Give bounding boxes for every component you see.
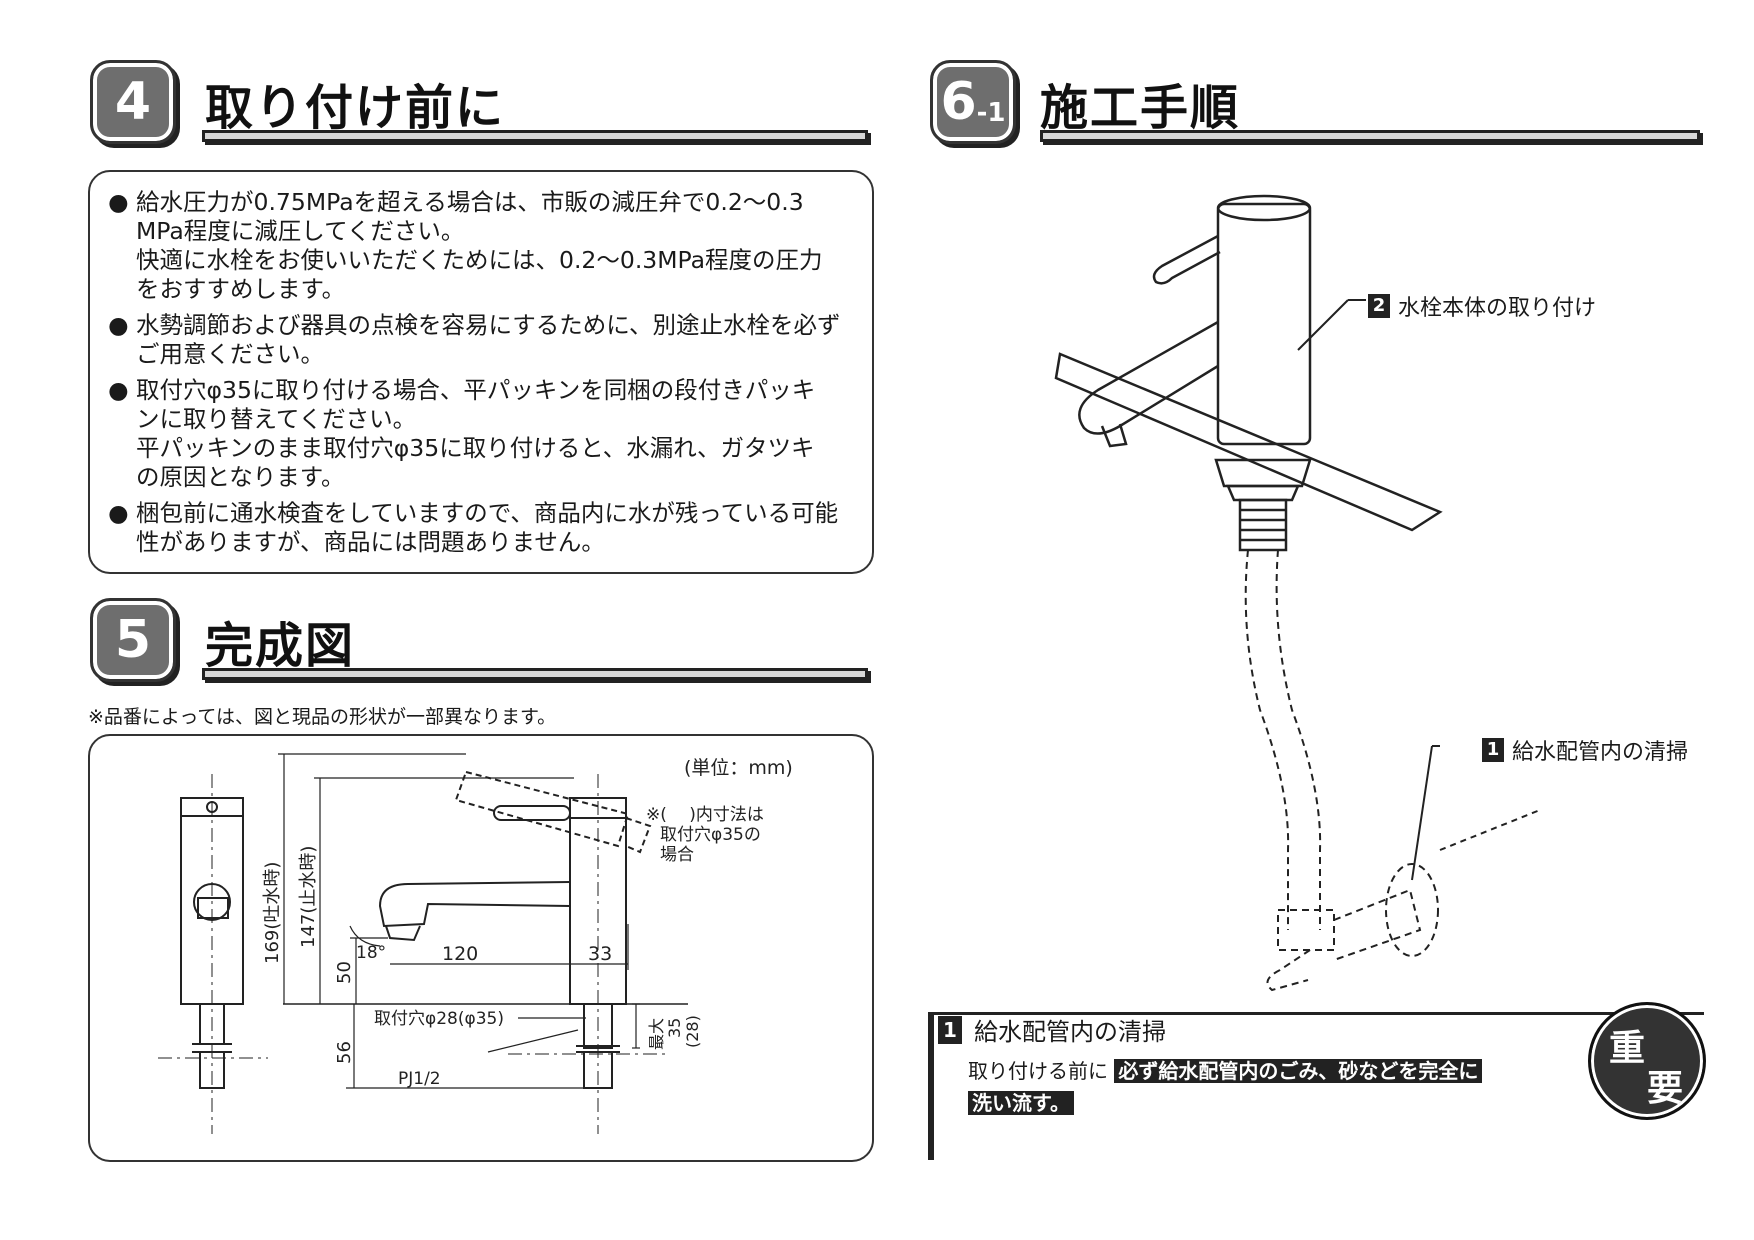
completion-drawing: (単位：mm) ※( )内寸法は 取付穴φ35の 場合 169(吐水時) 147… (158, 753, 793, 1134)
step1-prefix: 取り付ける前に (968, 1059, 1108, 1083)
pj-label: PJ1/2 (398, 1069, 441, 1089)
callout-number: 2 (1368, 294, 1390, 318)
section6-sub-number: -1 (976, 98, 1006, 128)
inner-note-line: 場合 (660, 845, 694, 865)
dim-120: 120 (442, 943, 478, 965)
section4-bullet-list: ● 給水圧力が0.75MPaを超える場合は、市販の減圧弁で0.2〜0.3 MPa… (108, 188, 854, 564)
callout-pipe-cleaning: 1 給水配管内の清掃 (1482, 734, 1688, 766)
section4-number: 4 (114, 72, 152, 132)
bullet-line: ご用意ください。 (136, 340, 324, 368)
bullet-item: ● 給水圧力が0.75MPaを超える場合は、市販の減圧弁で0.2〜0.3 MPa… (108, 188, 854, 304)
installation-illustration (1054, 194, 1541, 992)
bullet-line: 水勢調節および器具の点検を容易にするために、別途止水栓を必ず (136, 311, 841, 339)
section5-number-badge: 5 (90, 598, 176, 682)
step1-highlight: 洗い流す。 (968, 1091, 1074, 1115)
step1-title-text: 給水配管内の清掃 (974, 1018, 1166, 1046)
section5-note: ※品番によっては、図と現品の形状が一部異なります。 (88, 706, 557, 728)
dim-50: 50 (334, 961, 355, 984)
dim-56: 56 (334, 1041, 355, 1064)
section5-number: 5 (114, 610, 152, 670)
important-char: 重 (1609, 1028, 1646, 1069)
callout-body-install: 2 水栓本体の取り付け (1368, 290, 1596, 322)
inner-note-line: ※( )内寸法は (646, 805, 764, 825)
bullet-line: 梱包前に通水検査をしていますので、商品内に水が残っている可能 (136, 499, 839, 527)
bullet-mark: ● (108, 499, 129, 527)
unit-label: (単位：mm) (684, 757, 793, 779)
bullet-mark: ● (108, 311, 129, 339)
section4-title: 取り付け前に (205, 80, 506, 136)
max-value: 35 (665, 1018, 684, 1038)
section5-title-bar (202, 668, 868, 680)
step1-number: 1 (938, 1015, 962, 1044)
step1-instruction: 取り付ける前に 必ず給水配管内のごみ、砂などを完全に 洗い流す。 (968, 1055, 1568, 1119)
bullet-line: の原因となります。 (136, 463, 345, 491)
section6-title-bar (1040, 130, 1700, 142)
bullet-line: 性がありますが、商品には問題ありません。 (136, 528, 605, 556)
callout-label: 水栓本体の取り付け (1398, 296, 1597, 321)
important-badge: 重 要 (1588, 1002, 1706, 1120)
bullet-line: MPa程度に減圧してください。 (136, 217, 465, 245)
callout-number: 1 (1482, 738, 1504, 762)
bullet-item: ● 取付穴φ35に取り付ける場合、平パッキンを同梱の段付きパッキ ンに取り替えて… (108, 376, 854, 492)
completion-drawing-box (88, 734, 874, 1162)
dim-169: 169(吐水時) (262, 862, 283, 964)
section4-title-bar (202, 130, 868, 142)
bullet-item: ● 水勢調節および器具の点検を容易にするために、別途止水栓を必ず ご用意ください… (108, 311, 854, 369)
dim-18-angle: 18° (356, 943, 386, 963)
bullet-line: 給水圧力が0.75MPaを超える場合は、市販の減圧弁で0.2〜0.3 (136, 188, 804, 216)
step1-title: 1 給水配管内の清掃 (938, 1012, 1166, 1047)
hole-label: 取付穴φ28(φ35) (374, 1009, 504, 1029)
bullet-line: 快適に水栓をお使いいただくためには、0.2〜0.3MPa程度の圧力 (136, 246, 823, 274)
step1-highlight: 必ず給水配管内のごみ、砂などを完全に (1114, 1059, 1483, 1083)
bullet-line: ンに取り替えてください。 (136, 405, 417, 433)
inner-note-line: 取付穴φ35の (660, 825, 761, 845)
section6-title: 施工手順 (1040, 80, 1241, 136)
bullet-line: 取付穴φ35に取り付ける場合、平パッキンを同梱の段付きパッキ (136, 376, 816, 404)
step1-side-bar (928, 1012, 934, 1160)
section6-number-badge: 6-1 (930, 60, 1016, 144)
max-paren: (28) (683, 1015, 702, 1048)
dim-33: 33 (588, 943, 612, 965)
callout-label: 給水配管内の清掃 (1512, 740, 1689, 765)
max-label: 最大 (647, 1018, 666, 1050)
important-char: 要 (1647, 1068, 1684, 1109)
section4-notes-box (88, 170, 874, 574)
section5-title: 完成図 (205, 618, 356, 674)
bullet-line: 平パッキンのまま取付穴φ35に取り付けると、水漏れ、ガタツキ (136, 434, 815, 462)
bullet-item: ● 梱包前に通水検査をしていますので、商品内に水が残っている可能 性がありますが… (108, 499, 854, 557)
bullet-mark: ● (108, 188, 129, 216)
dim-147: 147(止水時) (298, 846, 319, 948)
bullet-line: をおすすめします。 (136, 275, 346, 303)
step1-header-line (928, 1012, 1704, 1015)
section6-number: 6 (940, 72, 977, 132)
section4-number-badge: 4 (90, 60, 176, 144)
bullet-mark: ● (108, 376, 129, 404)
